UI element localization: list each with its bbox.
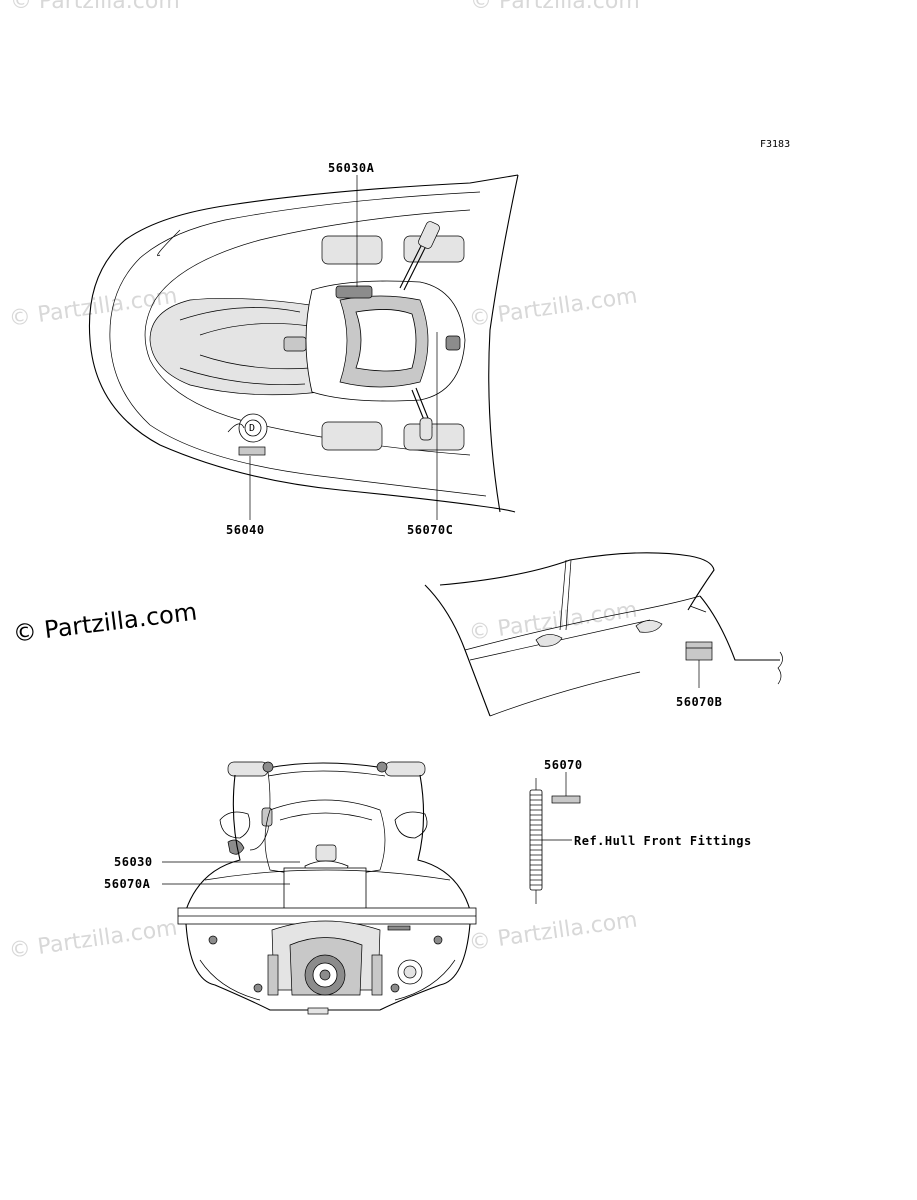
callout-56030: 56030: [114, 855, 153, 869]
callout-56040: 56040: [226, 523, 265, 537]
watermark: © Partzilla.com: [467, 908, 639, 956]
figure-code: F3183: [760, 139, 790, 150]
callout-56030A: 56030A: [328, 161, 375, 175]
callouts-top: [249, 175, 438, 520]
top-view-deck: D: [88, 174, 519, 513]
callout-56070B: 56070B: [676, 695, 722, 709]
callout-ref-hull-front-fittings: Ref.Hull Front Fittings: [574, 834, 752, 848]
watermark: © Partzilla.com: [470, 0, 640, 14]
callout-56070C: 56070C: [407, 523, 453, 537]
spring-coils: [529, 789, 543, 891]
callouts-rear: [162, 861, 300, 885]
hull-fitting: [529, 772, 581, 904]
svg-text:D: D: [249, 423, 255, 434]
callout-56070: 56070: [544, 758, 583, 772]
watermark-main: © Partzilla.com: [11, 598, 198, 648]
watermark: © Partzilla.com: [7, 916, 179, 964]
rear-view: [177, 761, 477, 1015]
watermarks: © Partzilla.com © Partzilla.com © Partzi…: [7, 0, 639, 964]
side-view-seat: [424, 552, 783, 717]
watermark: © Partzilla.com: [10, 0, 180, 14]
callout-56070A: 56070A: [104, 877, 151, 891]
